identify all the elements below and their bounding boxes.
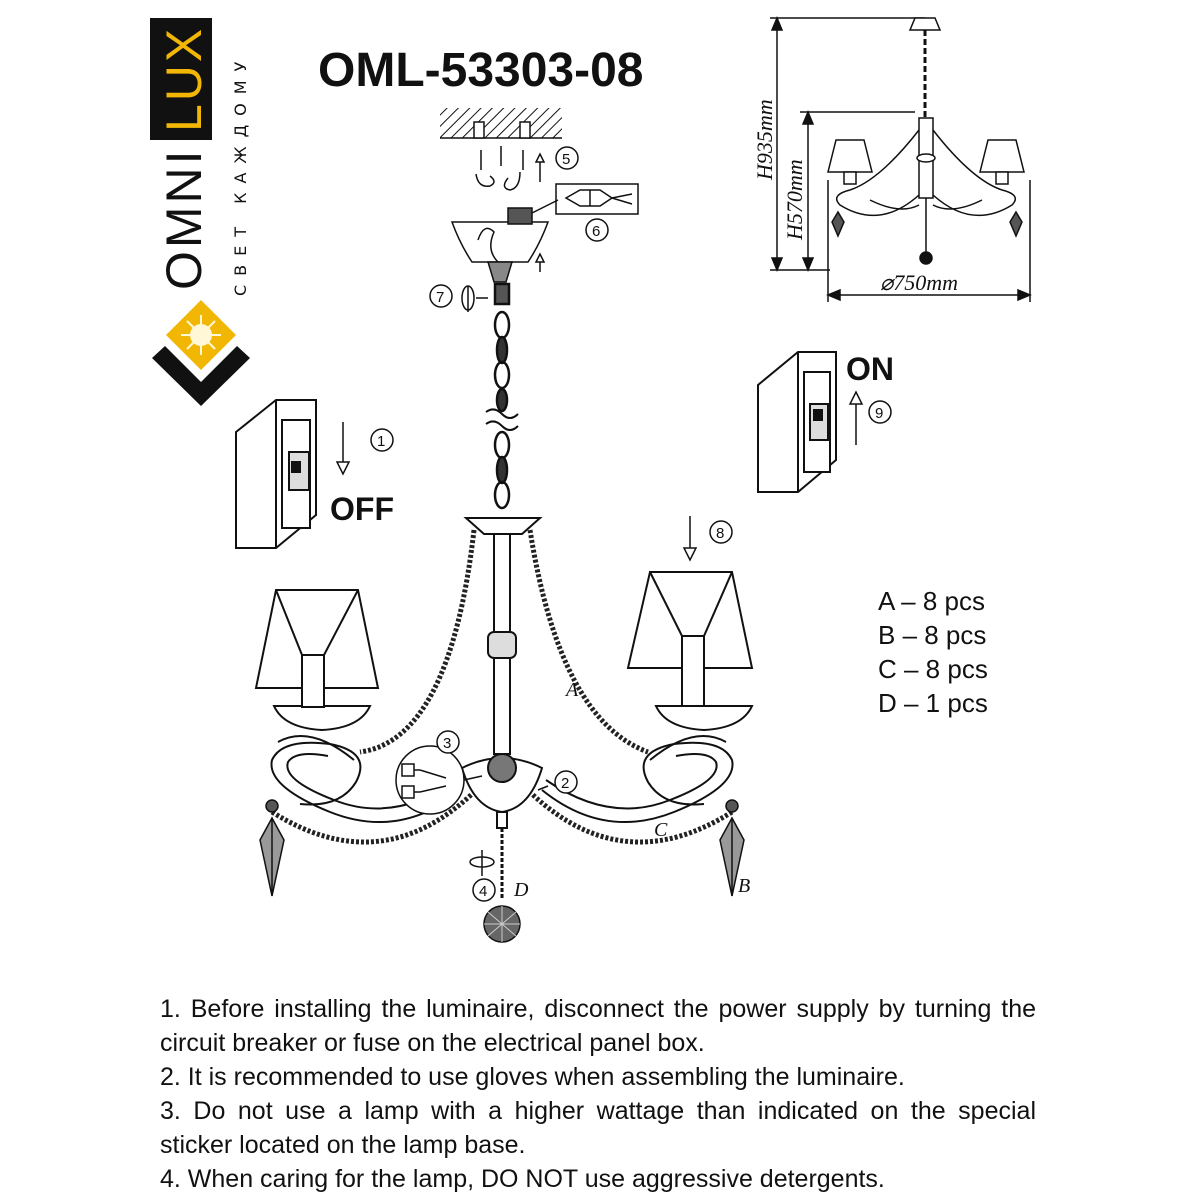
switch-on-icon bbox=[757, 351, 837, 493]
crystal-ball bbox=[483, 828, 521, 943]
brand-tagline: СВЕТ КАЖДОМУ bbox=[231, 53, 250, 296]
instruction-item: 2. It is recommended to use gloves when … bbox=[160, 1063, 905, 1091]
rotate-icon bbox=[469, 850, 495, 876]
step-number: 7 bbox=[436, 289, 444, 306]
ceiling-hook-icon bbox=[440, 108, 562, 191]
crystal-pendants bbox=[259, 799, 745, 897]
canopy bbox=[450, 207, 550, 283]
step-number: 8 bbox=[716, 525, 724, 542]
dim-total-height: H935mm bbox=[752, 99, 777, 181]
step-number: 3 bbox=[443, 735, 451, 752]
step-number: 4 bbox=[479, 883, 487, 900]
rotate-icon bbox=[461, 285, 488, 312]
wiring-detail bbox=[395, 745, 483, 815]
model-title: OML-53303-08 bbox=[318, 44, 643, 97]
arrow-down-icon bbox=[335, 422, 351, 476]
brand-omni: OMNI bbox=[156, 147, 212, 290]
parts-list: A – 8 pcs B – 8 pcs C – 8 pcs D – 1 pcs bbox=[878, 584, 988, 720]
dim-diameter: ⌀750mm bbox=[880, 270, 958, 295]
step-number: 9 bbox=[875, 405, 883, 422]
chain bbox=[485, 282, 519, 510]
arrow-down-icon bbox=[682, 516, 698, 562]
switch-off-icon bbox=[235, 399, 317, 549]
brand-lux: LUX bbox=[156, 26, 212, 132]
part-letter-b: B bbox=[738, 875, 750, 897]
instructions: 1. Before installing the luminaire, disc… bbox=[160, 992, 1036, 1196]
arrow-up-icon bbox=[848, 390, 864, 445]
lamp-shades bbox=[254, 571, 754, 708]
wire-connector-icon bbox=[529, 183, 639, 215]
part-letter-d: D bbox=[513, 879, 529, 901]
instruction-item: 3. Do not use a lamp with a higher watta… bbox=[160, 1097, 1036, 1159]
switch-on-label: ON bbox=[846, 351, 894, 387]
instruction-item: 4. When caring for the lamp, DO NOT use … bbox=[160, 1165, 885, 1193]
chandelier-body bbox=[460, 517, 544, 829]
decor-chains bbox=[270, 529, 734, 845]
step-number: 1 bbox=[377, 433, 385, 450]
instruction-item: 1. Before installing the luminaire, disc… bbox=[160, 995, 1036, 1057]
dim-body-height: H570mm bbox=[782, 159, 807, 241]
parts-list-item: A – 8 pcs bbox=[878, 586, 985, 616]
part-letter-a: A bbox=[564, 679, 579, 701]
step-number: 5 bbox=[562, 151, 570, 168]
part-letter-c: C bbox=[654, 819, 668, 841]
chandelier-arms bbox=[270, 705, 754, 823]
omnilux-logo-icon: OMNI LUX СВЕТ КАЖДОМУ bbox=[150, 18, 250, 406]
parts-list-item: D – 1 pcs bbox=[878, 688, 988, 718]
switch-off-label: OFF bbox=[330, 491, 394, 527]
parts-list-item: C – 8 pcs bbox=[878, 654, 988, 684]
step-number: 2 bbox=[561, 775, 569, 792]
dimension-drawing bbox=[770, 16, 1032, 302]
step-number: 6 bbox=[592, 223, 600, 240]
parts-list-item: B – 8 pcs bbox=[878, 620, 987, 650]
